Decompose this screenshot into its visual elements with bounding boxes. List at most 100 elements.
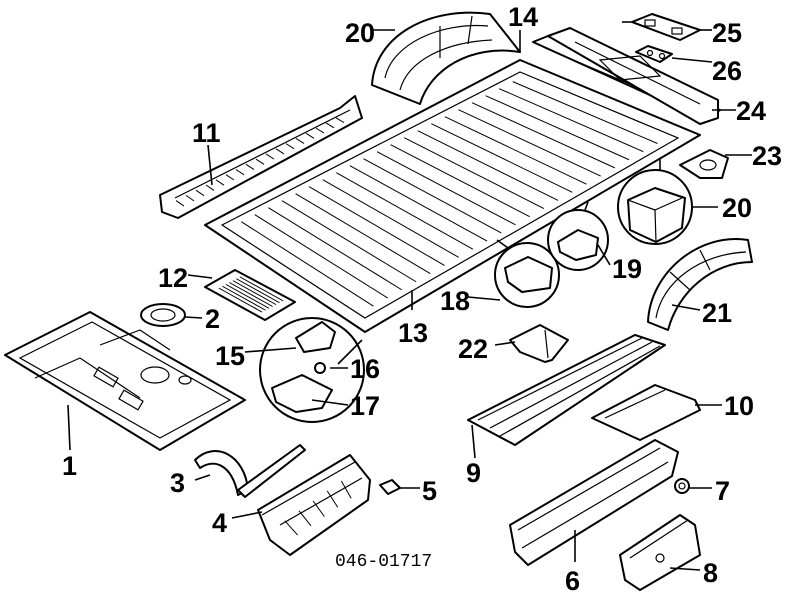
- callout-4: 4: [212, 508, 227, 538]
- callout-22: 22: [458, 334, 488, 364]
- ridge-line: [444, 116, 587, 185]
- callout-10: 10: [724, 391, 754, 421]
- part-12-small-panel: [204, 269, 296, 321]
- ridge-line: [336, 172, 474, 250]
- ridge-line: [281, 200, 417, 283]
- ridge-line: [222, 285, 266, 311]
- ridge-line: [315, 127, 325, 134]
- part-21-wheelhouse-right: [647, 237, 753, 331]
- part-6-side-rail: [509, 439, 679, 566]
- ridge-line: [284, 520, 298, 536]
- part-21-wheelhouse-left: [371, 11, 521, 105]
- ridge-line: [255, 158, 265, 165]
- part-11-side-sill: [159, 95, 363, 219]
- part-10-rail-extension: [591, 384, 701, 441]
- callout-24: 24: [736, 96, 766, 126]
- ridge-line: [403, 137, 545, 210]
- part-7-plug: [674, 478, 690, 494]
- ridge-line: [325, 122, 335, 129]
- callout-7: 7: [715, 476, 730, 506]
- callout-25: 25: [712, 18, 742, 48]
- ridge-line: [471, 102, 616, 169]
- part-23-bracket: [679, 149, 729, 179]
- detail-bubble-18: [494, 239, 560, 308]
- callout-8: 8: [703, 558, 718, 588]
- ridge-line: [485, 95, 630, 161]
- detail-bubble-20: [617, 158, 693, 245]
- part-1-front-floor-pan: [4, 311, 246, 451]
- ridge-line: [512, 81, 658, 144]
- ridge-line: [268, 207, 403, 291]
- part-13-floor-pan: [204, 59, 701, 333]
- ridge-line: [498, 88, 644, 153]
- ridge-line: [205, 184, 215, 191]
- ridge-line: [326, 490, 339, 508]
- callout-5: 5: [422, 476, 437, 506]
- ridge-line: [322, 179, 459, 258]
- callout-21-top: 20: [345, 18, 375, 48]
- ridge-line: [312, 500, 325, 517]
- ridge-line: [340, 480, 352, 499]
- ridge-line: [458, 109, 601, 177]
- part-4-front-crossmember: [257, 454, 371, 556]
- callout-3: 3: [170, 468, 185, 498]
- ridge-line: [239, 276, 284, 302]
- ridge-line: [298, 510, 312, 527]
- ridge-line: [390, 144, 530, 218]
- part-22-bracket: [509, 324, 569, 363]
- ridge-line: [295, 193, 431, 275]
- ridge-line: [417, 130, 559, 201]
- ridge-line: [229, 282, 273, 307]
- ridge-line: [225, 283, 270, 309]
- callout-14: 14: [508, 2, 538, 32]
- ridge-line: [235, 169, 245, 176]
- part-26-bracket: [635, 45, 673, 63]
- callout-2: 2: [205, 304, 220, 334]
- callout-19: 19: [612, 254, 642, 284]
- ridge-line: [285, 143, 295, 150]
- part-2-grommet: [140, 303, 186, 327]
- ridge-line: [185, 194, 195, 202]
- callout-labels: 20 14 25 26 24 23 20 11 12 2 19 18 13 21…: [62, 2, 782, 596]
- ridge-line: [305, 132, 315, 139]
- ridge-line: [335, 117, 345, 124]
- callout-20: 20: [722, 193, 752, 223]
- callout-15: 15: [215, 341, 245, 371]
- callout-9: 9: [466, 458, 481, 488]
- part-9-center-rail: [467, 334, 666, 446]
- leader-lines: [67, 21, 752, 571]
- ridge-line: [295, 138, 305, 144]
- ridge-line: [218, 287, 263, 313]
- callout-1: 1: [62, 451, 77, 481]
- ridge-line: [363, 158, 502, 234]
- callout-26: 26: [712, 56, 742, 86]
- part-24-rear-panel: [547, 27, 719, 125]
- ridge-line: [254, 214, 388, 299]
- ridge-line: [175, 200, 185, 207]
- callout-11: 11: [192, 118, 221, 148]
- catalog-code: 046-01717: [335, 552, 432, 572]
- detail-bubble-15-17: [259, 317, 365, 423]
- ridge-line: [265, 153, 275, 160]
- part-8-bracket: [619, 514, 701, 591]
- ridge-line: [232, 280, 277, 306]
- ridge-line: [241, 221, 374, 307]
- callout-21-right: 21: [702, 298, 732, 328]
- ridge-line: [225, 174, 235, 181]
- ridge-line: [215, 179, 225, 186]
- part-3-arch-panel: [194, 444, 306, 498]
- ridge-line: [349, 165, 488, 242]
- ridge-line: [195, 189, 205, 197]
- callout-23: 23: [752, 141, 782, 171]
- part-5-clip: [379, 479, 401, 495]
- callout-18: 18: [440, 286, 470, 316]
- ridge-line: [245, 163, 255, 170]
- callout-17: 17: [350, 391, 380, 421]
- part-25-bracket: [631, 13, 701, 41]
- callout-13: 13: [398, 318, 428, 348]
- ridge-line: [308, 186, 445, 266]
- callout-6: 6: [565, 566, 580, 596]
- ridge-line: [431, 123, 573, 193]
- detail-bubble-19: [547, 201, 609, 271]
